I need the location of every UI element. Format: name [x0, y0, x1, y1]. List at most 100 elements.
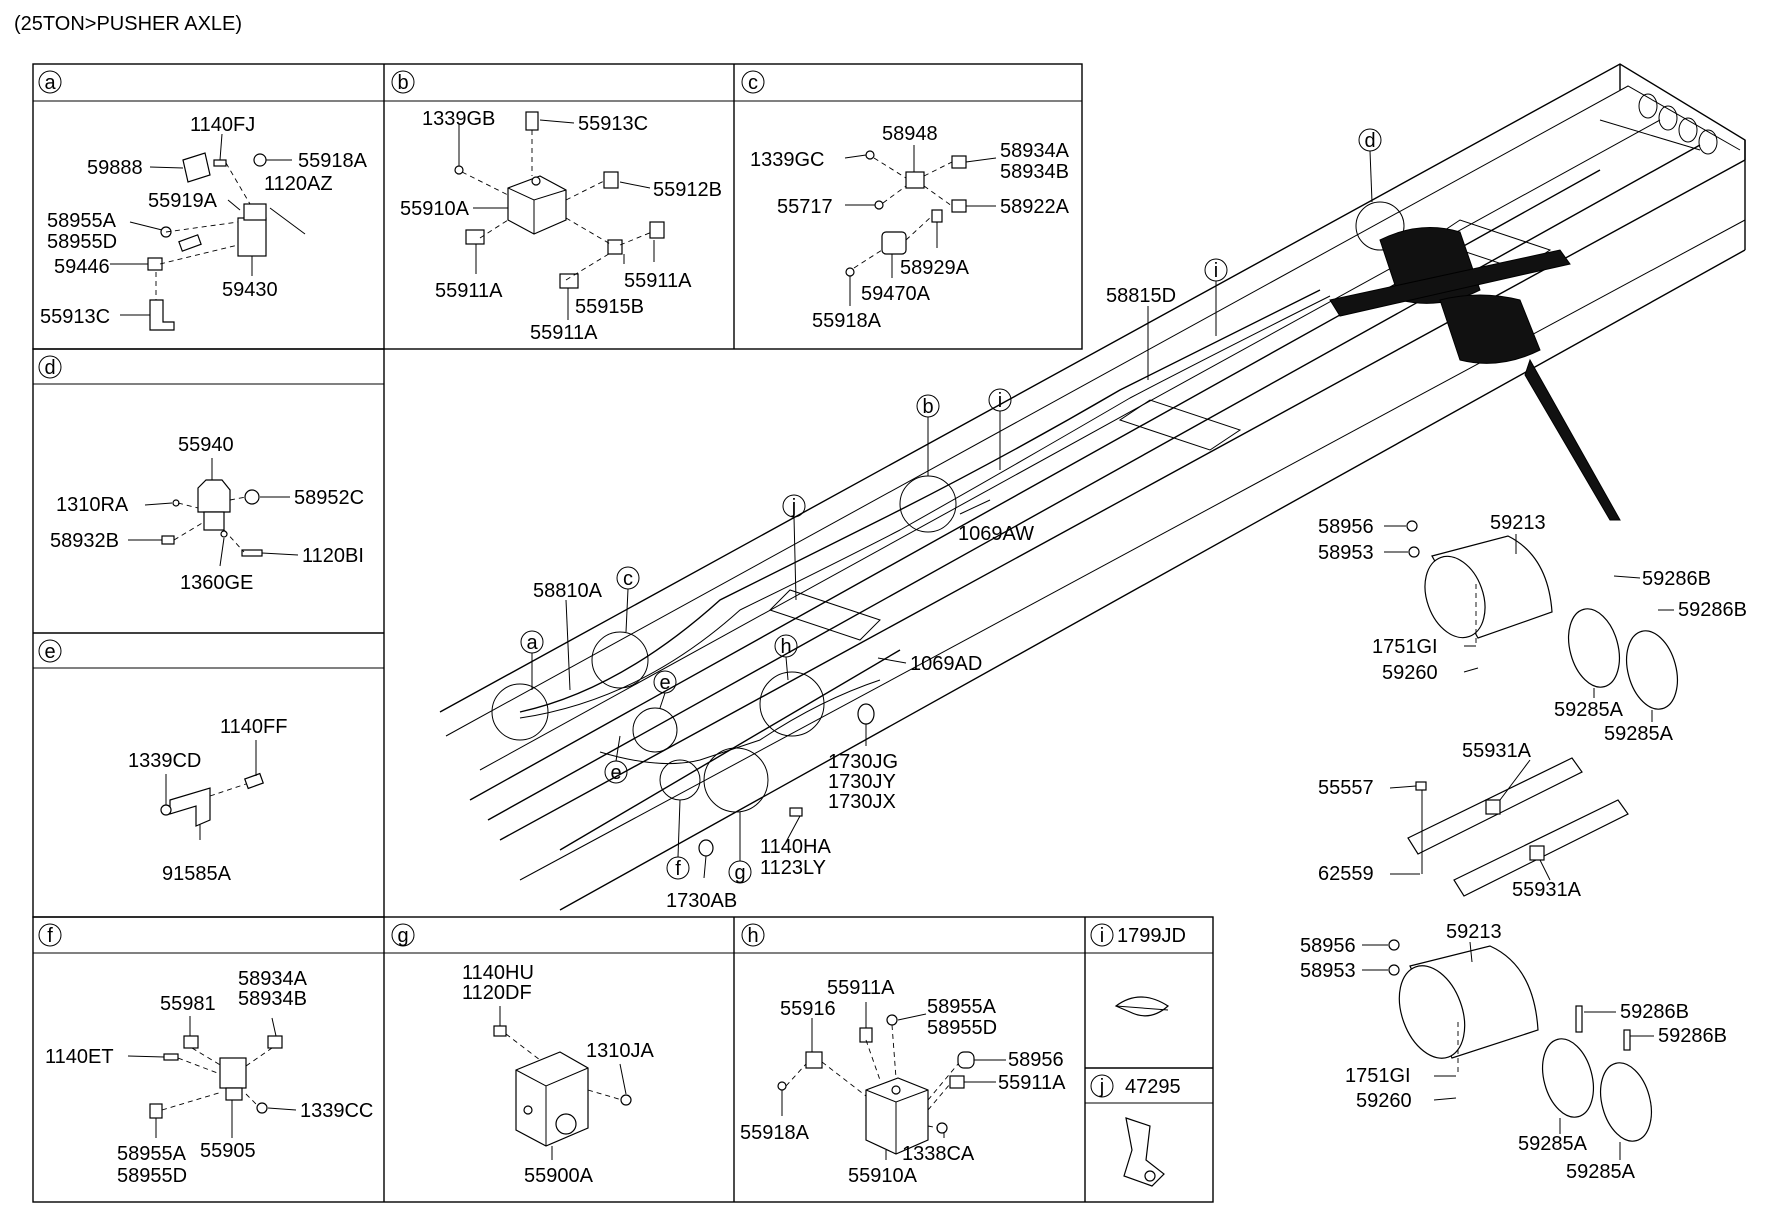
part-label: 55913C [40, 306, 110, 328]
relay-valve-icon [507, 175, 567, 235]
part-label: 55918A [812, 310, 882, 332]
part-label: 58934B [238, 988, 307, 1010]
part-label: 55911A [624, 270, 692, 292]
part-label: 55916 [780, 998, 836, 1020]
svg-text:h: h [747, 925, 758, 947]
cable-tie-icon [1114, 996, 1169, 1017]
part-label: 59470A [861, 283, 931, 305]
part-label: 1339GC [750, 149, 825, 171]
part-label: 55931A [1462, 740, 1532, 762]
connector-icon [147, 257, 163, 271]
detail-pointer [1524, 358, 1621, 521]
chassis-frame [439, 63, 1746, 911]
svg-text:j: j [1099, 1076, 1104, 1098]
check-valve-icon [881, 231, 907, 255]
panel-a-header: a [38, 70, 62, 94]
panel-b-header: b [391, 70, 415, 94]
part-label: 58932B [50, 530, 119, 552]
part-label: 58956 [1318, 516, 1374, 538]
part-label: 59286B [1678, 599, 1747, 621]
valve-body-icon [515, 1051, 589, 1147]
part-label: 1339GB [422, 108, 495, 130]
main-labels: 58815D 1069AW 58810A 1069AD 1730JG 1730J… [533, 285, 1176, 912]
part-label: 55911A [435, 280, 503, 302]
panel-h-header: h [741, 923, 765, 947]
tank-bracket: 55931A 55557 62559 55931A [1318, 740, 1629, 901]
panel-e: 1140FF 1339CD 91585A [128, 716, 287, 885]
svg-text:h: h [780, 636, 791, 658]
panel-f-header: f [38, 923, 62, 947]
panel-g: 1140HU 1120DF 1310JA 55900A [462, 962, 654, 1187]
part-label: 59446 [54, 256, 110, 278]
panel-c-header: c [741, 70, 765, 94]
panel-e-header: e [38, 639, 62, 663]
part-47295: 47295 [1125, 1076, 1181, 1098]
part-label: 59260 [1382, 662, 1438, 684]
part-1123LY: 1123LY [760, 857, 826, 879]
part-label: 55915B [575, 296, 644, 318]
callout-d: d [1358, 128, 1382, 203]
part-label: 55911A [827, 977, 895, 999]
svg-text:c: c [748, 72, 758, 94]
part-label: 55918A [298, 150, 368, 172]
callout-f: f [666, 799, 690, 880]
panel-b: 1339GB 55913C 55912B 55910A 55911A 55911… [400, 108, 722, 344]
part-label: 1360GE [180, 572, 253, 594]
part-label: 58955A [927, 996, 997, 1018]
part-label: 1140FF [220, 716, 287, 738]
part-label: 1140ET [45, 1046, 114, 1068]
part-label: 55940 [178, 434, 234, 456]
part-label: 58955A [47, 210, 117, 232]
svg-text:d: d [1364, 130, 1375, 152]
part-label: 59285A [1554, 699, 1624, 721]
svg-text:b: b [397, 72, 408, 94]
part-1140HA: 1140HA [760, 836, 831, 858]
part-label: 58953 [1300, 960, 1356, 982]
part-label: 55913C [578, 113, 648, 135]
part-label: 1338CA [902, 1143, 975, 1165]
bracket-hook-icon [1123, 1117, 1165, 1187]
part-label: 58955D [927, 1017, 997, 1039]
air-spring-icon [1439, 294, 1541, 364]
part-label: 58953 [1318, 542, 1374, 564]
tee-fitting-icon [525, 111, 539, 131]
panel-a: 1140FJ 59888 55918A 1120AZ 55919A 58955A… [40, 114, 368, 331]
part-label: 58956 [1008, 1049, 1064, 1071]
callout-a: a [520, 630, 544, 690]
part-label: 59213 [1490, 512, 1546, 534]
part-label: 58955D [47, 231, 117, 253]
part-label: 91585A [162, 863, 232, 885]
callout-c: c [616, 566, 640, 633]
part-label: 55900A [524, 1165, 594, 1187]
part-label: 59285A [1566, 1161, 1636, 1183]
part-label: 59888 [87, 157, 143, 179]
callout-j: j [782, 494, 806, 601]
diagram-title: (25TON>PUSHER AXLE) [14, 13, 242, 35]
part-label: 55919A [148, 190, 218, 212]
part-label: 1339CC [300, 1100, 373, 1122]
part-label: 58955D [117, 1165, 187, 1187]
svg-text:b: b [922, 396, 933, 418]
callout-i-lower: i [988, 388, 1012, 470]
panel-d: 55940 1310RA 58952C 58932B 1120BI 1360GE [50, 434, 364, 594]
svg-text:i: i [998, 390, 1002, 412]
part-58810A: 58810A [533, 580, 603, 602]
part-label: 55717 [777, 196, 833, 218]
part-label: 55918A [740, 1122, 810, 1144]
svg-text:a: a [526, 632, 538, 654]
pressure-valve-icon [197, 479, 231, 513]
part-label: 1140HU [462, 962, 534, 984]
part-58815D: 58815D [1106, 285, 1176, 307]
part-label: 59260 [1356, 1090, 1412, 1112]
part-label: 58956 [1300, 935, 1356, 957]
panel-g-header: g [391, 923, 415, 947]
part-1730AB: 1730AB [666, 890, 737, 912]
part-label: 55911A [530, 322, 598, 344]
part-label: 58952C [294, 487, 364, 509]
panel-i [1114, 996, 1169, 1017]
part-label: 1120DF [462, 982, 532, 1004]
part-label: 58934A [1000, 140, 1070, 162]
svg-text:c: c [623, 568, 633, 590]
part-label: 55557 [1318, 777, 1374, 799]
